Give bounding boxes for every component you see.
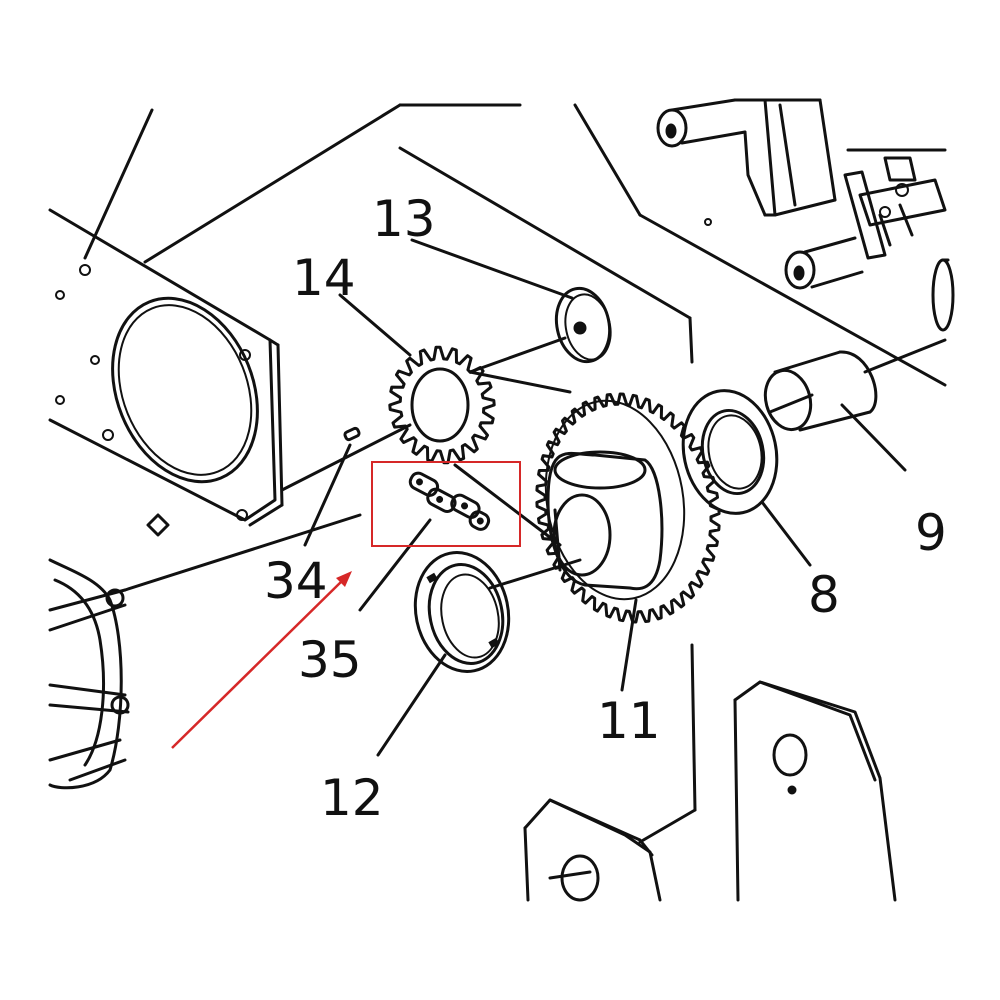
mounting-plate (48, 108, 284, 537)
label-12: 12 (320, 769, 384, 827)
label-34: 34 (264, 552, 328, 610)
label-35: 35 (298, 631, 362, 689)
fan-assembly (48, 558, 130, 790)
part-14-sprocket (338, 293, 496, 465)
label-13: 13 (372, 190, 436, 248)
part-9-bushing (763, 338, 947, 472)
label-8: 8 (808, 566, 840, 624)
label-9: 9 (915, 504, 947, 562)
part-11-large-sprocket (535, 392, 721, 692)
part-13-washer (410, 238, 612, 364)
upper-right-mechanism (656, 98, 955, 332)
frame-outline (123, 103, 947, 844)
label-14: 14 (292, 249, 356, 307)
part-labels: 13 14 34 35 12 11 8 9 (264, 190, 947, 827)
red-arrow (171, 571, 352, 749)
highlight-box (371, 461, 521, 547)
label-11: 11 (597, 692, 661, 750)
part-35-chain-link (358, 461, 521, 612)
part-12-ring-nut (376, 551, 511, 757)
part-8-washer (681, 389, 812, 567)
lower-brackets (523, 680, 897, 902)
part-34-key (303, 426, 361, 547)
